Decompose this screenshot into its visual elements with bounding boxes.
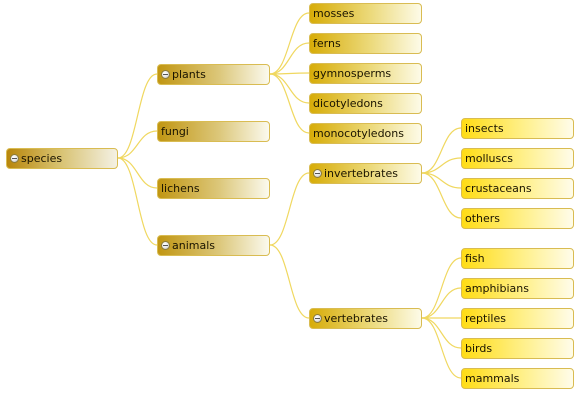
node-birds[interactable]: birds bbox=[461, 337, 574, 359]
node-label: monocotyledons bbox=[313, 126, 404, 140]
node-animals[interactable]: animals bbox=[157, 234, 270, 256]
node-label: fish bbox=[465, 251, 485, 265]
collapse-icon[interactable] bbox=[161, 240, 170, 250]
node-label: animals bbox=[172, 238, 216, 252]
collapse-icon[interactable] bbox=[313, 313, 322, 323]
node-mosses[interactable]: mosses bbox=[309, 2, 422, 24]
node-label: ferns bbox=[313, 36, 341, 50]
node-amphibians[interactable]: amphibians bbox=[461, 277, 574, 299]
node-crustaceans[interactable]: crustaceans bbox=[461, 177, 574, 199]
node-insects[interactable]: insects bbox=[461, 117, 574, 139]
node-label: birds bbox=[465, 341, 493, 355]
link-invertebrates-others bbox=[421, 172, 462, 219]
node-label: fungi bbox=[161, 124, 189, 138]
node-label: mammals bbox=[465, 371, 520, 385]
node-reptiles[interactable]: reptiles bbox=[461, 307, 574, 329]
link-plants-mosses bbox=[269, 12, 310, 75]
link-vertebrates-mammals bbox=[421, 317, 462, 379]
node-others[interactable]: others bbox=[461, 207, 574, 229]
node-mammals[interactable]: mammals bbox=[461, 367, 574, 389]
link-plants-ferns bbox=[269, 42, 310, 75]
link-vertebrates-amphibians bbox=[421, 287, 462, 319]
node-label: crustaceans bbox=[465, 181, 532, 195]
node-label: mosses bbox=[313, 6, 355, 20]
node-gymnosperms[interactable]: gymnosperms bbox=[309, 62, 422, 84]
node-label: invertebrates bbox=[324, 166, 398, 180]
node-label: others bbox=[465, 211, 501, 225]
node-label: insects bbox=[465, 121, 504, 135]
node-label: gymnosperms bbox=[313, 66, 392, 80]
link-vertebrates-fish bbox=[421, 257, 462, 319]
link-plants-dicotyledons bbox=[269, 73, 310, 104]
node-label: dicotyledons bbox=[313, 96, 383, 110]
link-invertebrates-molluscs bbox=[421, 157, 462, 174]
collapse-icon[interactable] bbox=[313, 168, 322, 178]
node-plants[interactable]: plants bbox=[157, 63, 270, 85]
link-vertebrates-birds bbox=[421, 317, 462, 349]
node-label: plants bbox=[172, 67, 206, 81]
node-vertebrates[interactable]: vertebrates bbox=[309, 307, 422, 329]
node-monocotyledons[interactable]: monocotyledons bbox=[309, 122, 422, 144]
node-dicotyledons[interactable]: dicotyledons bbox=[309, 92, 422, 114]
collapse-icon[interactable] bbox=[10, 153, 19, 163]
link-invertebrates-insects bbox=[421, 127, 462, 174]
link-species-animals bbox=[117, 157, 158, 246]
link-animals-vertebrates bbox=[269, 244, 310, 319]
node-label: amphibians bbox=[465, 281, 529, 295]
node-label: species bbox=[21, 151, 63, 165]
node-species[interactable]: species bbox=[6, 147, 118, 169]
node-molluscs[interactable]: molluscs bbox=[461, 147, 574, 169]
collapse-icon[interactable] bbox=[161, 69, 170, 79]
node-fungi[interactable]: fungi bbox=[157, 120, 270, 142]
link-species-fungi bbox=[117, 130, 158, 159]
link-species-plants bbox=[117, 73, 158, 159]
node-invertebrates[interactable]: invertebrates bbox=[309, 162, 422, 184]
node-label: reptiles bbox=[465, 311, 506, 325]
link-plants-monocotyledons bbox=[269, 73, 310, 134]
node-fish[interactable]: fish bbox=[461, 247, 574, 269]
node-lichens[interactable]: lichens bbox=[157, 177, 270, 199]
node-label: vertebrates bbox=[324, 311, 388, 325]
node-ferns[interactable]: ferns bbox=[309, 32, 422, 54]
link-species-lichens bbox=[117, 157, 158, 189]
link-animals-invertebrates bbox=[269, 172, 310, 246]
node-label: molluscs bbox=[465, 151, 514, 165]
node-label: lichens bbox=[161, 181, 200, 195]
